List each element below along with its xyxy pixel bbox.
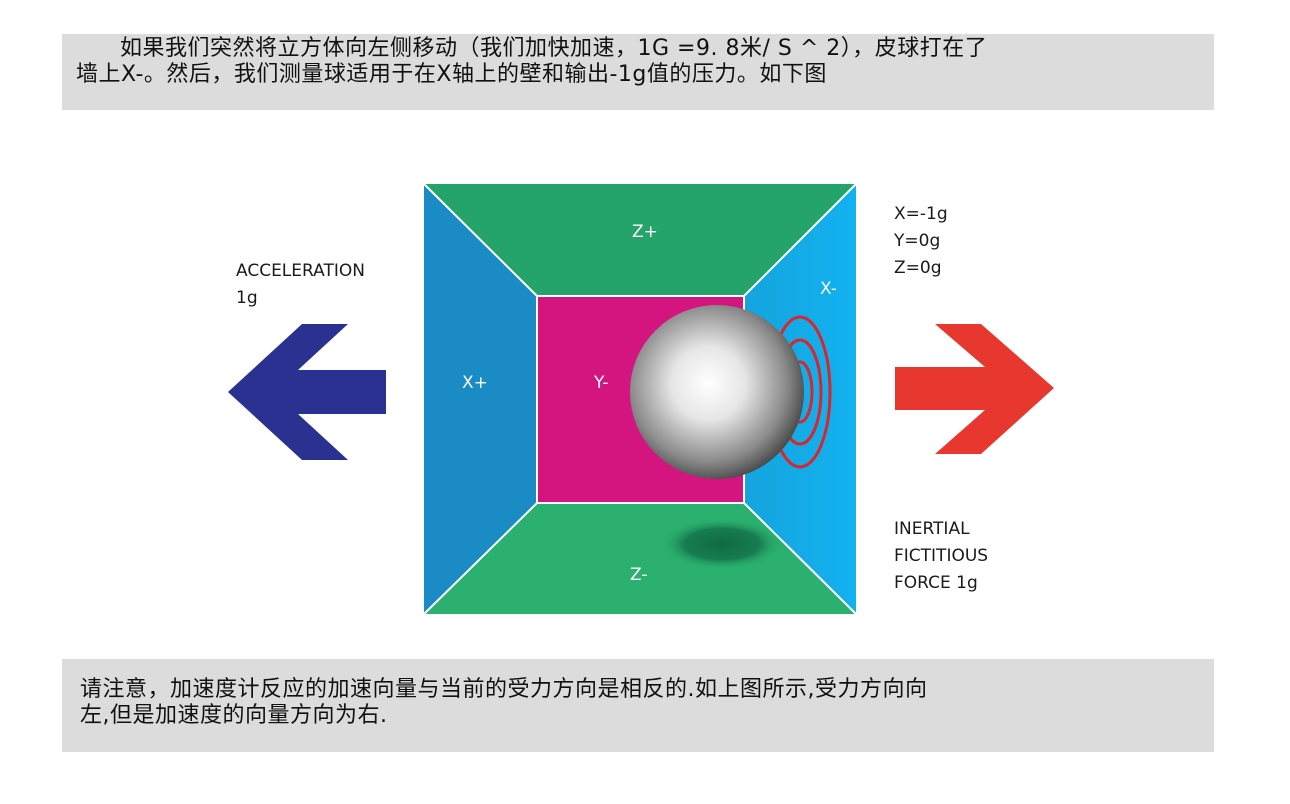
inertial-force-line-2: FICTITIOUS: [894, 543, 988, 570]
face-label-bottom: Z-: [630, 565, 647, 585]
reading-z: Z=0g: [894, 255, 948, 282]
ball-shadow: [660, 518, 784, 570]
face-label-top: Z+: [632, 222, 658, 242]
note-text-block: 请注意，加速度计反应的加速向量与当前的受力方向是相反的.如上图所示,受力方向向 …: [62, 659, 1214, 752]
note-text-line-1: 请注意，加速度计反应的加速向量与当前的受力方向是相反的.如上图所示,受力方向向: [80, 677, 1196, 703]
acceleration-arrow: [228, 324, 386, 460]
force-arrow: [895, 324, 1054, 454]
acceleration-label-line-2: 1g: [236, 285, 365, 312]
note-text-line-2: 左,但是加速度的向量方向为右.: [80, 703, 1196, 729]
inertial-force-label: INERTIAL FICTITIOUS FORCE 1g: [894, 516, 988, 597]
inertial-force-line-3: FORCE 1g: [894, 570, 988, 597]
face-label-right: X-: [820, 279, 837, 299]
face-label-back: Y-: [594, 373, 609, 393]
face-label-left: X+: [462, 373, 488, 393]
ball: [630, 305, 804, 479]
sensor-readings: X=-1g Y=0g Z=0g: [894, 201, 948, 282]
inertial-force-line-1: INERTIAL: [894, 516, 988, 543]
reading-x: X=-1g: [894, 201, 948, 228]
reading-y: Y=0g: [894, 228, 948, 255]
acceleration-label: ACCELERATION 1g: [236, 258, 365, 312]
acceleration-label-line-1: ACCELERATION: [236, 258, 365, 285]
